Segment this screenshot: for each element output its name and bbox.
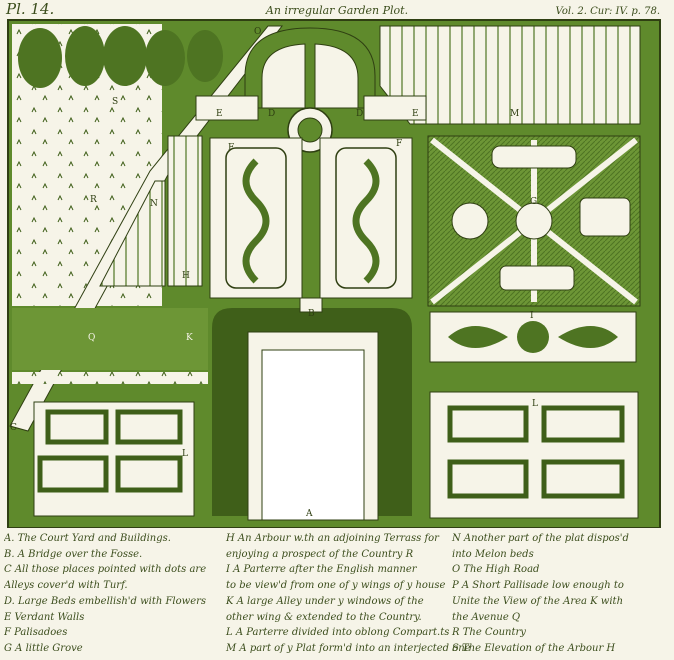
legend-entry: P A Short Pallisade low enough to (452, 580, 624, 592)
legend-entry: N Another part of the plat dispos'd (452, 533, 629, 544)
legend-column-2: H An Arbour w.th an adjoining Terrass fo… (226, 531, 471, 657)
legend-entry: other wing & extended to the Country. (226, 611, 422, 623)
arbour (167, 135, 203, 287)
interjected-plot (379, 25, 641, 125)
plan-label-l1: L (182, 449, 188, 459)
plan-label-f1: F (228, 143, 234, 153)
legend-entry: G A little Grove (4, 642, 83, 654)
legend-entry: F Palisadoes (4, 627, 68, 639)
legend-entry: O The High Road (452, 564, 540, 576)
embroidery-left (242, 158, 270, 284)
large-alley (12, 308, 208, 370)
legend-entry: Unite the View of the Area K with (452, 595, 624, 607)
plan-label-q: Q (88, 333, 95, 343)
plan-label-e2: E (412, 109, 419, 119)
legend-entry: C All those places pointed with dots are (4, 564, 207, 576)
legend-entry: L A Parterre divided into oblong Compart… (226, 627, 450, 639)
legend-entry: H An Arbour w.th an adjoining Terrass fo… (226, 533, 439, 544)
plan-label-e1: E (216, 109, 223, 119)
legend-entry: M A part of y Plat form'd into an interj… (226, 642, 471, 654)
legend-entry: to be view'd from one of y wings of y ho… (226, 580, 446, 592)
plan-label-b: B (308, 309, 315, 319)
legend-column-3: N Another part of the plat dispos'd into … (452, 531, 670, 657)
plan-label-h: H (182, 271, 190, 281)
embroidery-right (352, 158, 380, 284)
plan-label-g: G (530, 197, 537, 207)
plan-label-d2: D (356, 109, 363, 119)
plan-label-k: K (186, 333, 193, 343)
plan-letters: O S E D D E M F F N R G H B I Q K C L L … (10, 27, 538, 519)
legend-entry: A. The Court Yard and Buildings. (4, 533, 171, 544)
garden-plan: O S E D D E M F F N R G H B I Q K C L L … (7, 19, 661, 528)
plan-label-f2: F (396, 139, 402, 149)
legend-column-1: A. The Court Yard and Buildings. B. A Bri… (4, 531, 224, 657)
volume-reference: Vol. 2. Cur: IV. p. 78. (555, 6, 660, 17)
legend-entry: B. A Bridge over the Fosse. (4, 548, 143, 560)
plan-label-o: O (254, 27, 261, 37)
plate-number: Pl. 14. (6, 0, 55, 18)
legend-entry: the Avenue Q (452, 611, 521, 623)
legend-entry: Alleys cover'd with Turf. (4, 580, 128, 592)
legend-entry: D. Large Beds embellish'd with Flowers (4, 595, 207, 607)
legend-entry: into Melon beds (452, 548, 534, 560)
legend-entry: S The Elevation of the Arbour H (452, 642, 616, 654)
tree-row (18, 26, 223, 88)
plan-label-s: S (112, 97, 118, 107)
plan-label-n: N (150, 199, 158, 209)
plan-label-a: A (305, 509, 313, 519)
verdant-wall-right (363, 95, 427, 121)
plan-label-d1: D (268, 109, 275, 119)
plan-label-r: R (90, 195, 97, 205)
plate-header: Pl. 14. An irregular Garden Plot. Vol. 2… (0, 0, 674, 20)
legend-entry: K A large Alley under y windows of the (226, 595, 424, 607)
plan-label-c: C (10, 423, 17, 433)
plan-label-i: I (530, 311, 534, 321)
legend-entry: I A Parterre after the English manner (226, 564, 417, 576)
plate-title: An irregular Garden Plot. (265, 4, 409, 17)
legend-entry: enjoying a prospect of the Country R (226, 548, 414, 560)
verdant-wall-left (195, 95, 259, 121)
plan-label-m: M (510, 109, 519, 119)
legend-entry: E Verdant Walls (4, 611, 85, 623)
bridge (299, 297, 323, 313)
legend: A. The Court Yard and Buildings. B. A Bri… (4, 531, 672, 659)
legend-entry: R The Country (452, 627, 526, 639)
melon-beds (99, 180, 166, 287)
plan-label-l2: L (532, 399, 538, 409)
